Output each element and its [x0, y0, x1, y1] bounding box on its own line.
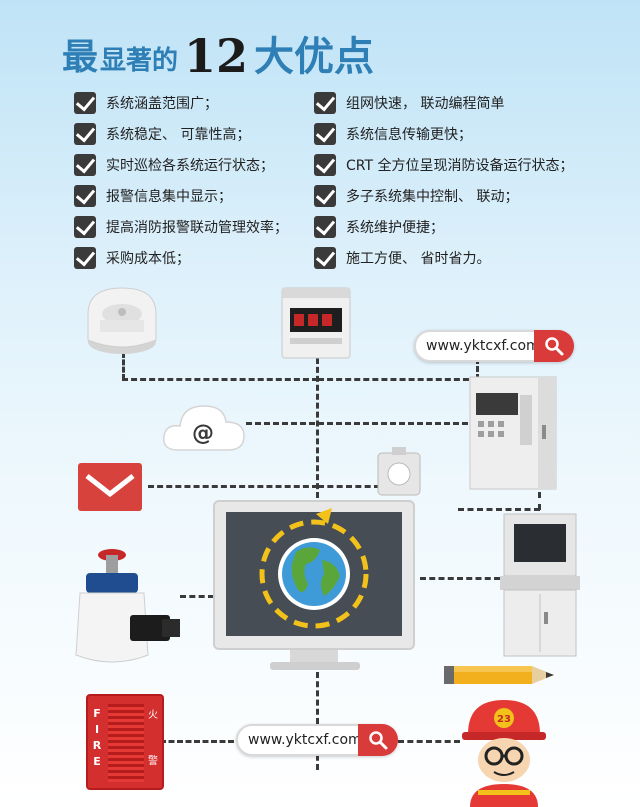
current-transformer [377, 447, 421, 496]
connector-line [458, 508, 540, 511]
check-icon [74, 92, 96, 114]
smoke-detector [87, 287, 157, 354]
cloud-at-symbol: @ [192, 421, 214, 446]
connector-line [538, 492, 541, 510]
feature-item: 采购成本低； [74, 247, 314, 269]
fire-cn-top: 火 [148, 710, 158, 721]
cloud-icon: @ [163, 405, 245, 451]
title-part-2: 显著的 [100, 46, 179, 76]
feature-label: 系统涵盖范围广； [106, 96, 218, 112]
feature-item: 系统维护便捷； [314, 216, 614, 238]
connector-line [398, 740, 460, 743]
connector-line [180, 595, 214, 598]
feature-item: CRT 全方位呈现消防设备运行状态； [314, 154, 614, 176]
feature-item: 多子系统集中控制、 联动； [314, 185, 614, 207]
check-icon [74, 247, 96, 269]
fire-letter: R [92, 739, 102, 752]
feature-label: 实时巡检各系统运行状态； [106, 158, 274, 174]
speaker-grille [108, 704, 144, 782]
terminal-console [500, 513, 580, 657]
connector-line [316, 358, 319, 498]
check-icon [314, 216, 336, 238]
fire-letter: I [94, 723, 100, 736]
connector-line [122, 378, 318, 381]
feature-label: 施工方便、 省时省力。 [346, 251, 491, 267]
sprinkler-valve [75, 549, 180, 663]
feature-label: 采购成本低； [106, 251, 190, 267]
title-number: 12 [184, 29, 249, 83]
feature-label: 系统信息传输更快； [346, 127, 472, 143]
check-icon [314, 185, 336, 207]
firefighter-icon: 23 [462, 700, 546, 807]
connector-line [318, 378, 478, 381]
check-icon [314, 92, 336, 114]
fire-alarm-box: F I R E 火 警 [86, 694, 164, 790]
globe-icon [259, 508, 369, 629]
monitor-base [270, 662, 360, 670]
check-icon [74, 216, 96, 238]
feature-label: 多子系统集中控制、 联动； [346, 189, 519, 205]
check-icon [74, 154, 96, 176]
feature-item: 系统稳定、 可靠性高； [74, 123, 314, 145]
connector-line [160, 740, 234, 743]
pencil-icon [444, 666, 554, 684]
feature-label: 系统维护便捷； [346, 220, 444, 236]
feature-item: 施工方便、 省时省力。 [314, 247, 614, 269]
fire-letter: F [93, 707, 101, 720]
feature-item: 系统信息传输更快； [314, 123, 614, 145]
check-icon [314, 154, 336, 176]
check-icon [74, 185, 96, 207]
connector-line [246, 422, 468, 425]
connector-line [122, 352, 125, 380]
fire-cn-bottom: 警 [148, 756, 158, 767]
connector-line [318, 485, 380, 488]
check-icon [74, 123, 96, 145]
check-icon [314, 123, 336, 145]
feature-label: 报警信息集中显示； [106, 189, 232, 205]
monitor-stand [290, 650, 338, 664]
feature-label: CRT 全方位呈现消防设备运行状态； [346, 158, 574, 174]
url-text: www.yktcxf.com [248, 732, 362, 748]
url-search-box-top[interactable]: www.yktcxf.com [414, 330, 574, 362]
control-module [281, 287, 351, 359]
connector-line [420, 577, 500, 580]
search-icon[interactable] [534, 330, 574, 362]
feature-label: 组网快速， 联动编程简单 [346, 96, 505, 112]
page-title: 最 显著的 12 大优点 [62, 24, 374, 80]
title-part-3: 大优点 [254, 34, 375, 80]
title-part-1: 最 [62, 37, 99, 78]
connector-line [476, 358, 479, 380]
feature-item: 组网快速， 联动编程简单 [314, 92, 614, 114]
feature-item: 实时巡检各系统运行状态； [74, 154, 314, 176]
check-icon [314, 247, 336, 269]
fire-letters: F I R E [92, 706, 102, 770]
url-search-box-bottom[interactable]: www.yktcxf.com [236, 724, 398, 756]
feature-label: 系统稳定、 可靠性高； [106, 127, 251, 143]
feature-label: 提高消防报警联动管理效率； [106, 220, 288, 236]
fire-letter: E [93, 755, 101, 768]
email-icon [78, 463, 142, 511]
search-icon[interactable] [358, 724, 398, 756]
feature-item: 提高消防报警联动管理效率； [74, 216, 314, 238]
feature-item: 报警信息集中显示； [74, 185, 314, 207]
features-list: 系统涵盖范围广； 组网快速， 联动编程简单 系统稳定、 可靠性高； 系统信息传输… [74, 92, 614, 269]
url-text: www.yktcxf.com [426, 338, 540, 354]
firefighter-badge: 23 [497, 714, 511, 725]
fire-alarm-panel [469, 376, 557, 490]
connector-line [316, 672, 319, 770]
connector-line [148, 485, 318, 488]
feature-item: 系统涵盖范围广； [74, 92, 314, 114]
